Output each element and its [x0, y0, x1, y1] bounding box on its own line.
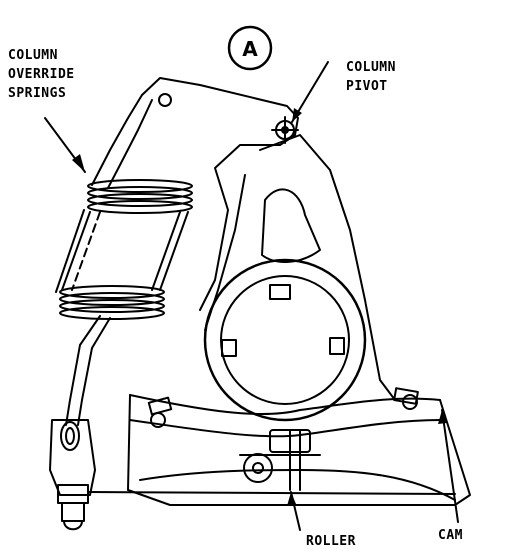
label-springs-line-3: SPRINGS — [8, 86, 67, 101]
label-column-override-springs: COLUMN OVERRIDE SPRINGS — [8, 46, 75, 103]
label-cam: CAM — [438, 528, 463, 543]
central-ring — [203, 258, 367, 422]
label-springs-line-1: COLUMN — [8, 48, 58, 63]
ring-lug-right — [329, 337, 345, 355]
arrowhead-roller — [287, 492, 296, 506]
roller-assembly — [239, 429, 321, 491]
arrowhead-pivot — [292, 108, 302, 122]
leader-cam — [441, 409, 459, 523]
ring-lug-top — [269, 284, 291, 300]
figure-marker: A — [227, 25, 273, 71]
arrowhead-springs — [72, 154, 85, 172]
label-springs-line-2: OVERRIDE — [8, 67, 75, 82]
leader-lines — [44, 61, 459, 531]
override-springs — [55, 179, 193, 320]
roller-wheel — [243, 453, 273, 483]
column-pivot — [271, 116, 299, 144]
clevis — [49, 419, 96, 531]
cam-plate — [87, 387, 471, 506]
label-column-pivot: COLUMN PIVOT — [346, 58, 396, 96]
connecting-rod — [65, 315, 111, 426]
label-roller: ROLLER — [306, 534, 356, 549]
label-pivot-line-1: COLUMN — [346, 60, 396, 75]
arm-hole — [158, 93, 172, 107]
label-pivot-line-2: PIVOT — [346, 79, 388, 94]
figure-marker-text: A — [242, 37, 258, 61]
main-plate — [204, 134, 396, 401]
arrowhead-cam — [438, 410, 447, 424]
ring-lug-left — [221, 339, 237, 357]
